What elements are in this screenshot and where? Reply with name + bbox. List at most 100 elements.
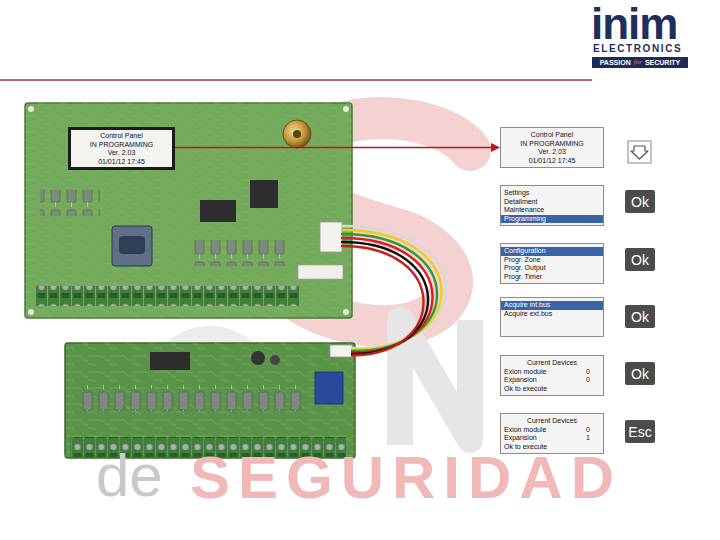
watermark-text: de bbox=[96, 446, 163, 506]
screen-row: Configuration bbox=[501, 247, 603, 256]
screen-row: Progr. Zone bbox=[501, 256, 603, 265]
screen-row: Settings bbox=[501, 189, 603, 198]
screen-row: Control Panel bbox=[501, 131, 603, 140]
screen-text: Expansion bbox=[504, 434, 537, 443]
screen-row: IN PROGRAMMING bbox=[501, 140, 603, 149]
pcb-traces bbox=[65, 343, 355, 458]
relay bbox=[315, 372, 343, 404]
key-label: Ok bbox=[631, 252, 649, 268]
screen-row: Ver. 2.03 bbox=[71, 149, 172, 158]
screen-text: IN PROGRAMMING bbox=[520, 140, 583, 147]
connector-line bbox=[175, 147, 492, 149]
screen-row: IN PROGRAMMING bbox=[71, 141, 172, 150]
control-panel-board bbox=[25, 103, 352, 318]
down-key bbox=[628, 141, 651, 163]
bus-connector bbox=[330, 345, 352, 357]
lcd-screen: ConfigurationProgr. ZoneProgr. OutputPro… bbox=[500, 243, 604, 284]
chip bbox=[250, 180, 278, 208]
ok-key: Ok bbox=[625, 190, 655, 213]
buzzer bbox=[283, 120, 311, 148]
components bbox=[190, 240, 290, 266]
logo-tagline-band: PASSIONforSECURITY bbox=[592, 57, 688, 68]
wire bbox=[342, 246, 424, 356]
ok-key: Ok bbox=[625, 305, 655, 328]
capacitor bbox=[270, 355, 280, 365]
screen-text: Ok to execute bbox=[504, 385, 547, 392]
terminal-strip bbox=[35, 286, 299, 306]
logo-tagline: SECURITY bbox=[645, 59, 680, 66]
screen-text: Current Devices bbox=[527, 359, 577, 366]
chip bbox=[150, 352, 190, 370]
screen-text: Acquire int.bus bbox=[504, 301, 550, 308]
bus-wires bbox=[342, 226, 446, 356]
screen-row: Ok to execute bbox=[501, 385, 603, 394]
screen-row: Progr. Timer bbox=[501, 273, 603, 282]
capacitor bbox=[251, 351, 265, 365]
lcd-screen: Control Panel IN PROGRAMMINGVer. 2.03 01/0… bbox=[500, 127, 604, 168]
key-label: Esc bbox=[628, 424, 651, 440]
ok-key: Ok bbox=[625, 362, 655, 385]
buzzer-hole bbox=[293, 130, 301, 138]
screen-row: Detailment bbox=[501, 198, 603, 207]
mount-hole bbox=[28, 309, 34, 315]
lcd-screen: Acquire int.busAcquire ext.bus bbox=[500, 297, 604, 337]
screen-row: Current Devices bbox=[501, 359, 603, 368]
screen-text: Maintenance bbox=[504, 206, 544, 213]
chip bbox=[200, 200, 236, 222]
screen-text: Ver. 2.03 bbox=[538, 148, 566, 155]
key-label: Ok bbox=[631, 366, 649, 382]
expansion-board bbox=[65, 343, 355, 458]
screen-row: Acquire int.bus bbox=[501, 301, 603, 310]
screen-text: Exion module bbox=[504, 368, 546, 377]
screen-row: Expansion 0 bbox=[501, 376, 603, 385]
screen-row: Ver. 2.03 bbox=[501, 148, 603, 157]
screen-text: Progr. Timer bbox=[504, 273, 542, 280]
screen-text: Ver. 2.03 bbox=[108, 149, 136, 156]
screen-text: Control Panel bbox=[100, 132, 142, 139]
logo-wordmark: inim bbox=[591, 2, 677, 46]
screen-row: Exion module0 bbox=[501, 368, 603, 377]
screen-row: Current Devices bbox=[501, 417, 603, 426]
screen-text: Expansion bbox=[504, 376, 537, 385]
arrowhead bbox=[491, 143, 500, 152]
lcd-screen: SettingsDetailmentMaintenanceProgramming bbox=[500, 185, 604, 226]
panel-lcd: Control Panel IN PROGRAMMINGVer. 2.03 01/0… bbox=[68, 127, 175, 170]
header-rule bbox=[0, 79, 592, 81]
screen-text: 01/01/12 17:45 bbox=[98, 158, 145, 165]
screen-text: Programming bbox=[504, 215, 546, 222]
wire bbox=[342, 242, 428, 354]
arrow-connector bbox=[175, 143, 500, 152]
lcd-screen: Current DevicesExion module0Expansion 0Ok… bbox=[500, 355, 604, 396]
mount-hole bbox=[343, 106, 349, 112]
screen-text: Current Devices bbox=[527, 417, 577, 424]
components bbox=[80, 385, 304, 411]
screen-text: Progr. Output bbox=[504, 264, 546, 271]
screen-row: Acquire ext.bus bbox=[501, 310, 603, 319]
mount-hole bbox=[343, 309, 349, 315]
screen-row: 01/01/12 17:45 bbox=[501, 157, 603, 166]
screen-text: Settings bbox=[504, 189, 529, 196]
screen-text: IN PROGRAMMING bbox=[90, 141, 153, 148]
screen-text: Progr. Zone bbox=[504, 256, 541, 263]
key-label: Ok bbox=[631, 194, 649, 210]
jumper-block bbox=[298, 265, 343, 279]
screen-value: 0 bbox=[586, 376, 590, 385]
screen-value: 0 bbox=[586, 426, 590, 435]
screen-text: Control Panel bbox=[531, 131, 573, 138]
screen-row: Progr. Output bbox=[501, 264, 603, 273]
screen-text: Configuration bbox=[504, 247, 546, 254]
esc-key: Esc bbox=[625, 420, 655, 443]
watermark-shape bbox=[400, 320, 470, 445]
screen-row: Maintenance bbox=[501, 206, 603, 215]
logo-subtitle: ELECTRONICS bbox=[593, 44, 682, 54]
watermark-text: SEGURIDAD bbox=[190, 448, 622, 508]
down-arrow-icon bbox=[631, 146, 648, 159]
screen-row: Expansion1 bbox=[501, 434, 603, 443]
screen-row: 01/01/12 17:45 bbox=[71, 158, 172, 167]
screen-row: Exion module 0 bbox=[501, 426, 603, 435]
db9-socket bbox=[119, 236, 145, 254]
screen-row: Programming bbox=[501, 215, 603, 224]
screen-text: Detailment bbox=[504, 198, 537, 205]
screen-text: Exion module bbox=[504, 426, 546, 435]
